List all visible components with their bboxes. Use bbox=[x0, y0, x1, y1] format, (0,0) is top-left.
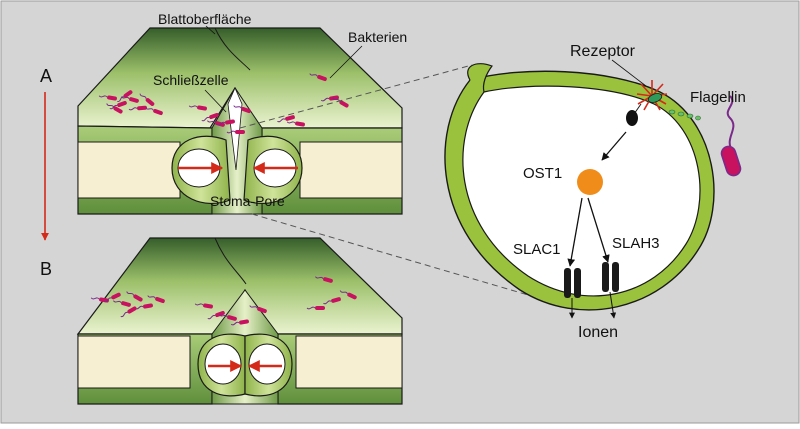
bacterium-icon bbox=[126, 291, 143, 302]
bacteria-cluster-a bbox=[98, 73, 349, 134]
leader-leaf-surface bbox=[205, 25, 216, 35]
bacterium-icon bbox=[216, 119, 235, 126]
bacterium-icon bbox=[233, 105, 251, 114]
bacterium-icon bbox=[139, 93, 155, 106]
bacterium-icon bbox=[113, 300, 131, 307]
bacterium-icon bbox=[277, 115, 295, 123]
label-ions: Ionen bbox=[578, 324, 618, 341]
bacterium-icon bbox=[230, 319, 249, 326]
mesophyll-right-b bbox=[295, 335, 403, 389]
bacterium-icon bbox=[128, 105, 147, 111]
leader-guard-cell bbox=[204, 89, 227, 113]
flagellin-fragments bbox=[668, 109, 701, 121]
label-state-b: B bbox=[40, 259, 52, 279]
bacterium-icon bbox=[145, 107, 163, 116]
mesophyll-left-a bbox=[77, 141, 181, 199]
leaf-surface-crease-b bbox=[214, 237, 247, 285]
bacterium-icon bbox=[188, 105, 207, 111]
stoma-pore-opening-a bbox=[227, 87, 243, 171]
bacterium-icon bbox=[106, 103, 123, 114]
label-state-a: A bbox=[40, 66, 52, 86]
mesophyll-right-a bbox=[299, 141, 403, 199]
guard-cell-detail bbox=[444, 63, 742, 319]
bacterium-icon bbox=[323, 297, 341, 305]
leaf-block-b bbox=[76, 237, 403, 405]
label-slac1: SLAC1 bbox=[513, 241, 561, 258]
slah3-channel-icon bbox=[602, 262, 619, 292]
label-ost1: OST1 bbox=[523, 165, 562, 182]
bacterium-icon bbox=[306, 306, 325, 310]
leaf-block-a bbox=[77, 27, 403, 215]
label-receptor: Rezeptor bbox=[570, 43, 636, 60]
label-flagellin: Flagellin bbox=[690, 89, 746, 106]
bacterium-icon bbox=[219, 314, 237, 321]
cell-opening-lip bbox=[467, 63, 493, 93]
bacterium-icon bbox=[249, 305, 267, 314]
bacterium-with-flagellum bbox=[720, 95, 742, 177]
bacterium-icon bbox=[98, 95, 117, 101]
bacterium-icon bbox=[117, 90, 133, 102]
leader-receptor bbox=[611, 59, 647, 87]
leader-bacteria bbox=[329, 45, 363, 79]
guard-cell-right-a bbox=[243, 135, 303, 204]
bacteria-cluster-b bbox=[90, 276, 357, 326]
ost1-kinase-icon bbox=[577, 169, 603, 195]
signal-arrow-ost1-to-slac1 bbox=[567, 197, 583, 267]
bacterium-icon bbox=[194, 303, 213, 309]
zoom-line-top bbox=[239, 64, 473, 129]
bacterium-icon bbox=[309, 73, 327, 82]
signal-arrow-ost1-to-slah3 bbox=[587, 197, 610, 263]
label-stoma-pore: Stoma-Pore bbox=[210, 193, 285, 209]
label-slah3: SLAH3 bbox=[612, 235, 660, 252]
bacterium-icon bbox=[226, 130, 245, 134]
bacterium-icon bbox=[201, 112, 219, 122]
bacterium-icon bbox=[207, 310, 225, 320]
receptor-kinase-icon bbox=[626, 110, 638, 126]
zoom-line-bottom bbox=[251, 213, 553, 303]
bacterium-icon bbox=[104, 292, 121, 303]
leaf-surface-crease-a bbox=[214, 27, 251, 71]
mesophyll-left-b bbox=[77, 335, 191, 389]
label-leaf-surface: Blattoberfläche bbox=[158, 11, 252, 27]
receptor-complex bbox=[626, 80, 668, 126]
bacterium-icon bbox=[286, 121, 305, 127]
label-guard-cell: Schließzelle bbox=[153, 72, 229, 88]
label-bacteria: Bakterien bbox=[348, 29, 407, 45]
slac1-channel-icon bbox=[564, 268, 581, 298]
bacterium-icon bbox=[120, 306, 137, 318]
bacterium-icon bbox=[147, 295, 165, 304]
ion-efflux-arrow-slah3 bbox=[609, 291, 617, 319]
bacterium-icon bbox=[339, 290, 357, 300]
signal-arrow-receptor-to-ost1 bbox=[601, 131, 627, 161]
bacterium-icon bbox=[315, 276, 333, 283]
